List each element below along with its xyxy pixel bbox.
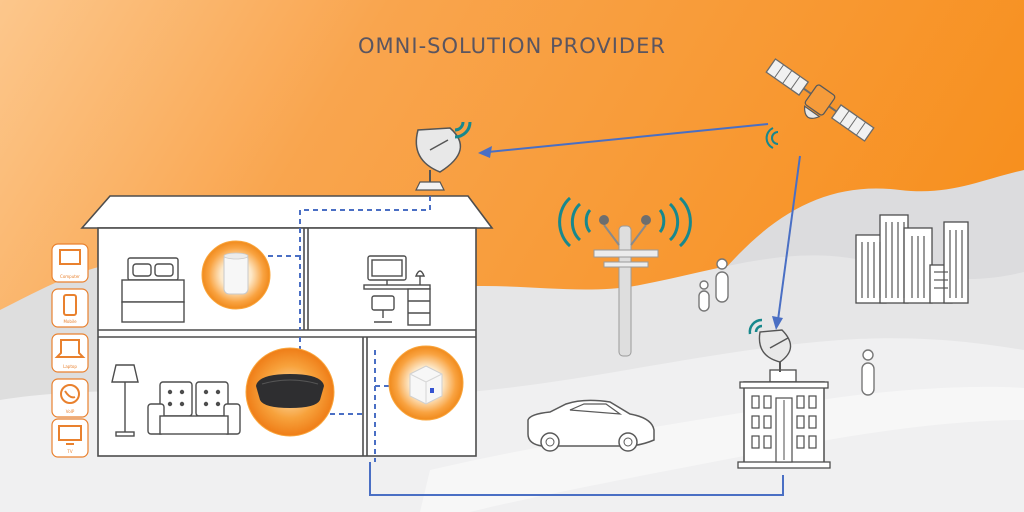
tv-icon	[58, 425, 82, 445]
car-icon	[527, 399, 655, 452]
city-skyline-icon	[855, 214, 969, 304]
mesh-node-orb	[388, 345, 464, 421]
floor-lamp-icon	[111, 364, 139, 437]
desk-icon	[363, 255, 431, 326]
mesh-router-orb	[245, 347, 335, 437]
device-voip: VoIP	[51, 378, 89, 418]
computer-icon	[59, 249, 81, 265]
bed-icon	[121, 257, 185, 323]
roof-satellite-dish-icon	[415, 127, 462, 191]
satellite-signal-icon	[765, 127, 779, 149]
device-list: Computer Mobile Laptop VoIP TV	[51, 243, 89, 458]
device-tv: TV	[51, 418, 89, 458]
device-label-mobile: Mobile	[63, 319, 77, 324]
device-label-computer: Computer	[60, 274, 80, 279]
person-icon	[698, 258, 875, 396]
road-stripe	[420, 386, 1024, 512]
roof-dish-signal-icon	[454, 121, 472, 139]
satellite-icon	[765, 58, 875, 142]
link-satellite-to-house	[478, 123, 769, 158]
voip-phone-icon	[60, 384, 80, 404]
device-label-voip: VoIP	[66, 409, 75, 414]
mobile-phone-icon	[63, 294, 77, 316]
office-satellite-dish-icon	[758, 329, 792, 372]
device-mobile: Mobile	[51, 288, 89, 328]
office-dish-signal-icon	[748, 318, 763, 335]
cpe-router-orb	[201, 240, 271, 310]
office-building-icon	[737, 369, 831, 469]
device-label-laptop: Laptop	[63, 364, 77, 369]
device-laptop: Laptop	[51, 333, 89, 373]
cable-house-to-office	[369, 462, 784, 496]
device-computer: Computer	[51, 243, 89, 283]
cell-tower-signal-icon	[558, 196, 692, 248]
cell-tower-icon	[593, 215, 659, 357]
sofa-icon	[147, 381, 241, 435]
laptop-icon	[54, 339, 86, 358]
diagram-title: OMNI-SOLUTION PROVIDER	[358, 34, 666, 58]
link-satellite-to-office	[772, 155, 801, 330]
device-label-tv: TV	[66, 449, 72, 454]
